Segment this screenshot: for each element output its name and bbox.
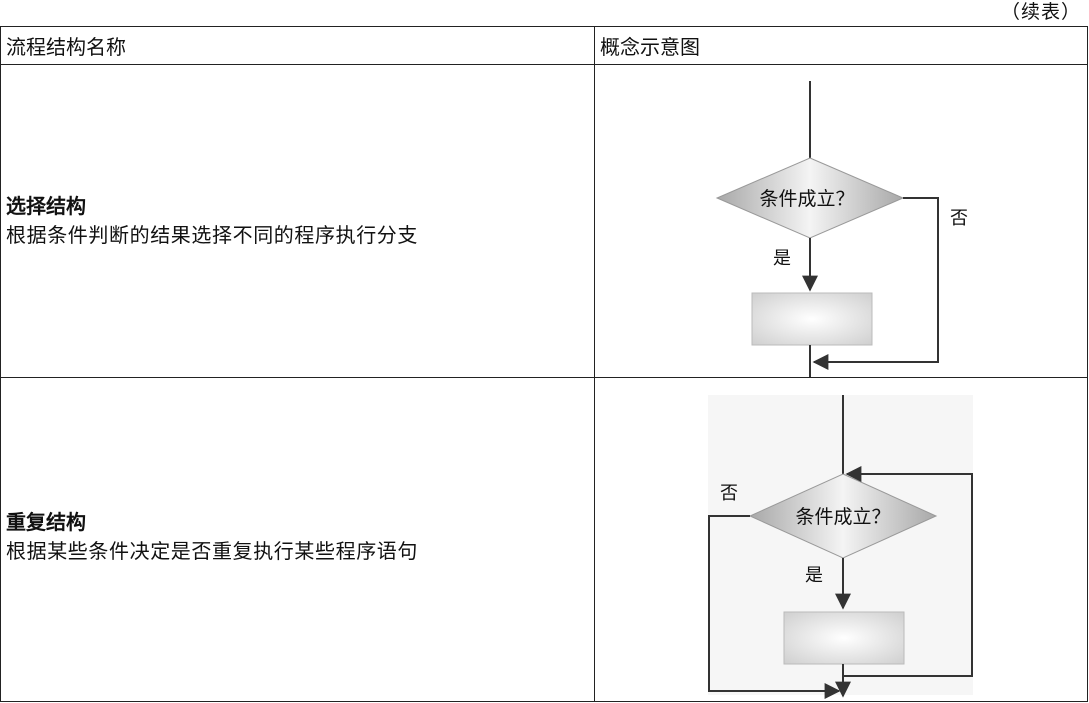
column-divider (594, 26, 595, 702)
no-label: 否 (720, 483, 738, 504)
row-text: 根据条件判断的结果选择不同的程序执行分支 (6, 223, 418, 247)
loop-back-arrow (842, 466, 973, 677)
table-border-left (0, 26, 1, 702)
process-box (751, 292, 873, 346)
condition-label: 条件成立？ (759, 188, 854, 210)
table-caption: （续表） (1000, 1, 1081, 23)
row-title: 选择结构 (6, 194, 86, 218)
table-border-right (1087, 26, 1088, 702)
no-branch-arrow (812, 197, 939, 370)
header-structure-name: 流程结构名称 (6, 35, 126, 59)
yes-label: 是 (773, 248, 791, 269)
selection-flowchart: 条件成立？ 是 否 (715, 81, 968, 377)
table-border-bottom (0, 701, 1088, 702)
header-concept-diagram: 概念示意图 (600, 35, 700, 59)
row-repetition-description: 重复结构 根据某些条件决定是否重复执行某些程序语句 (6, 508, 418, 566)
flow-structure-table: 流程结构名称 概念示意图 选择结构 根据条件判断的结果选择不同的程序执行分支 条… (0, 26, 1088, 702)
table-border-top (0, 26, 1088, 27)
condition-label: 条件成立？ (795, 506, 890, 528)
repetition-flowchart: 条件成立？ 是 否 (708, 395, 973, 699)
row-divider (0, 377, 1088, 378)
row-text: 根据某些条件决定是否重复执行某些程序语句 (6, 539, 418, 563)
row-title: 重复结构 (6, 510, 86, 534)
header-divider (0, 64, 1088, 65)
no-branch-arrow (708, 515, 841, 699)
no-label: 否 (950, 208, 968, 229)
process-box (783, 611, 905, 665)
row-selection-description: 选择结构 根据条件判断的结果选择不同的程序执行分支 (6, 192, 418, 250)
yes-label: 是 (805, 565, 823, 586)
